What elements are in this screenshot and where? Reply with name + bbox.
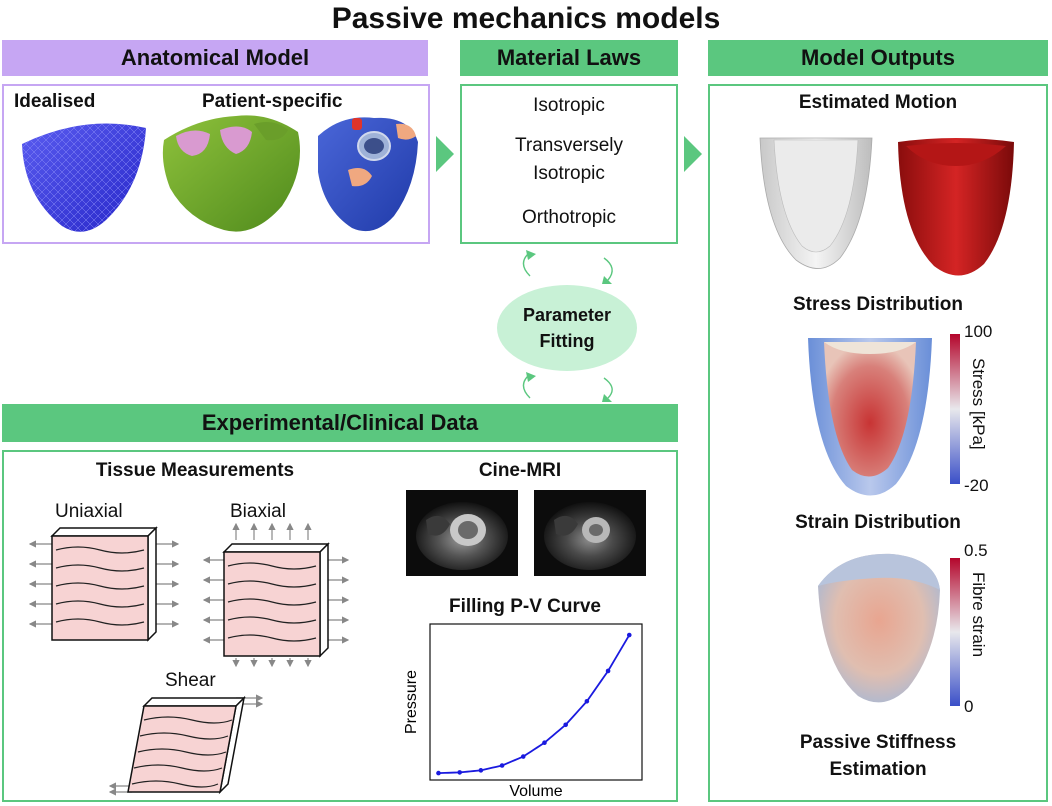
strain-colorbar-min: 0	[964, 697, 974, 716]
biaxial-label: Biaxial	[230, 501, 286, 522]
strain-colorbar-max: 0.5	[964, 541, 988, 560]
uniaxial-tissue-block	[28, 526, 180, 642]
experimental-data-panel	[2, 450, 678, 802]
idealised-label: Idealised	[14, 91, 96, 112]
arrow-right-icon	[436, 136, 454, 172]
strain-colorbar-label: Fibre strain	[969, 572, 988, 658]
page-title: Passive mechanics models	[331, 2, 721, 35]
material-laws-header: Material Laws	[460, 40, 678, 76]
pv-curve-chart: Volume Pressure	[403, 623, 643, 800]
stress-distribution-model	[808, 338, 932, 496]
pv-data-point	[478, 768, 484, 773]
stress-colorbar	[950, 334, 960, 484]
passive-stiffness-line2: Estimation	[829, 759, 927, 780]
shear-tissue-block	[108, 694, 264, 796]
strain-distribution-model	[818, 553, 940, 703]
strain-colorbar	[950, 558, 960, 706]
experimental-data-header: Experimental/Clinical Data	[2, 404, 678, 442]
pv-data-point	[563, 722, 568, 728]
pv-data-point	[436, 770, 441, 776]
stress-distribution-label: Stress Distribution	[793, 294, 963, 315]
idealised-heart-mesh	[22, 123, 146, 232]
material-law-isotropic: Isotropic	[533, 95, 605, 116]
patient-specific-label: Patient-specific	[202, 91, 343, 112]
pv-data-point	[520, 754, 526, 759]
pv-x-axis-label: Volume	[509, 783, 562, 800]
shear-label: Shear	[165, 670, 216, 691]
parameter-fitting-line1: Parameter	[522, 305, 612, 325]
model-outputs-header: Model Outputs	[708, 40, 1048, 76]
pv-data-point	[499, 763, 505, 768]
patient-specific-heart-biventricular	[318, 117, 418, 232]
pv-plot-frame	[429, 623, 643, 781]
cine-mri-frame-2	[534, 490, 646, 576]
pv-data-point	[457, 770, 462, 775]
estimated-motion-undeformed	[759, 137, 873, 269]
parameter-fitting-node: Parameter Fitting	[497, 285, 637, 371]
pv-series-line	[438, 634, 631, 774]
pv-data-point	[626, 632, 632, 638]
passive-stiffness-estimation: Passive Stiffness Estimation	[708, 729, 1048, 783]
material-law-orthotropic: Orthotropic	[522, 207, 616, 228]
material-law-transversely-isotropic: Isotropic	[533, 163, 605, 184]
estimated-motion-deformed	[898, 138, 1014, 276]
material-law-transversely: Transversely	[514, 135, 624, 156]
model-outputs-panel	[708, 84, 1048, 802]
fitting-cycle-arrows	[522, 250, 613, 402]
pv-y-axis-label: Pressure	[403, 670, 420, 734]
anatomical-model-panel	[2, 84, 430, 244]
stress-colorbar-label: Stress [kPa]	[969, 358, 988, 450]
stress-colorbar-max: 100	[964, 322, 993, 341]
estimated-motion-label: Estimated Motion	[798, 92, 958, 113]
parameter-fitting-line2: Fitting	[539, 331, 595, 351]
uniaxial-label: Uniaxial	[55, 501, 123, 522]
biaxial-tissue-block	[202, 522, 350, 668]
pv-data-point	[584, 699, 590, 704]
stress-colorbar-min: -20	[964, 476, 989, 495]
anatomical-model-header: Anatomical Model	[2, 40, 428, 76]
arrow-right-icon	[684, 136, 702, 172]
cine-mri-label: Cine-MRI	[478, 460, 562, 481]
pv-data-point	[542, 740, 547, 746]
pv-curve-title: Filling P-V Curve	[448, 596, 602, 617]
passive-stiffness-line1: Passive Stiffness	[799, 732, 957, 753]
tissue-measurements-label: Tissue Measurements	[95, 460, 295, 481]
patient-specific-heart-lv	[162, 115, 300, 232]
cine-mri-frame-1	[406, 490, 518, 576]
material-laws-panel	[460, 84, 678, 244]
pv-data-point	[605, 668, 611, 674]
strain-distribution-label: Strain Distribution	[795, 512, 961, 533]
